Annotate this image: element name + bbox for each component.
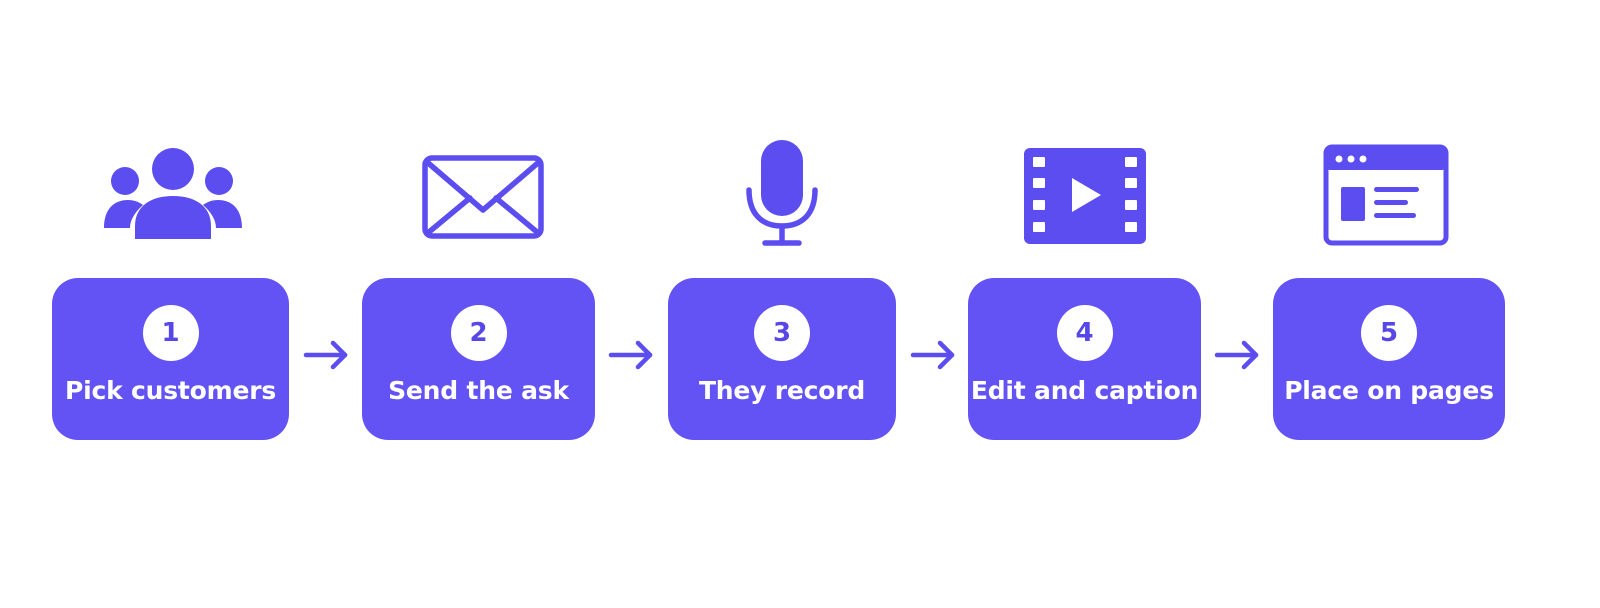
step-number-badge: 3	[754, 305, 810, 361]
step-box-3: 3 They record	[668, 278, 896, 440]
arrow-right-icon	[608, 337, 654, 373]
step-label: Place on pages	[1284, 376, 1494, 405]
arrow-right-icon	[1214, 337, 1260, 373]
step-number-badge: 1	[142, 305, 199, 361]
step-box-2: 2 Send the ask	[362, 278, 595, 440]
step-label: Send the ask	[388, 376, 569, 405]
envelope-icon	[407, 144, 557, 264]
web-page-icon	[1313, 144, 1463, 265]
step-number-badge: 4	[1056, 305, 1113, 361]
step-number-badge: 2	[450, 305, 507, 361]
step-label: Pick customers	[64, 376, 277, 405]
step-label: They record	[698, 376, 866, 405]
video-film-icon	[1008, 146, 1158, 266]
step-box-1: 1 Pick customers	[52, 278, 289, 440]
arrow-right-icon	[303, 337, 349, 373]
arrow-right-icon	[910, 337, 956, 373]
step-box-4: 4 Edit and caption	[968, 278, 1201, 440]
people-group-icon	[98, 144, 248, 264]
step-label: Edit and caption	[970, 376, 1199, 405]
step-number-badge: 5	[1361, 305, 1417, 361]
microphone-icon	[706, 140, 856, 260]
step-box-5: 5 Place on pages	[1273, 278, 1505, 440]
